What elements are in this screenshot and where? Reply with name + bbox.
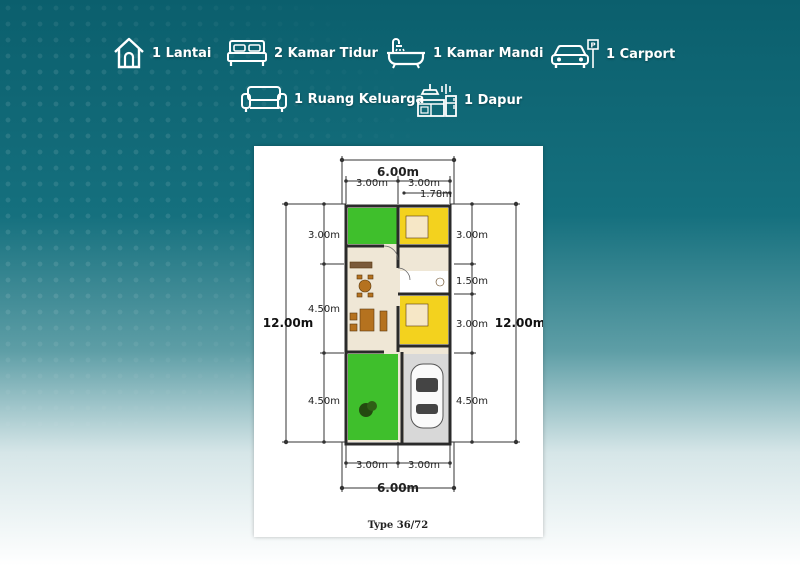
feature-bedrooms: 2 Kamar Tidur (226, 38, 378, 68)
dim-top-right: 3.00m (408, 178, 440, 189)
feature-kitchen: 1 Dapur (416, 82, 522, 118)
bed-icon (227, 40, 267, 66)
dim-bottom-right: 3.00m (408, 460, 440, 471)
dim-bottom-width: 6.00m (377, 481, 419, 495)
feature-list: 1 Lantai 2 Kamar Tidur 1 Kamar Mandi (0, 0, 800, 130)
house-icon (114, 37, 144, 69)
dim-left-1: 3.00m (308, 230, 340, 241)
garden-tree (359, 401, 377, 417)
feature-label: 1 Kamar Mandi (433, 45, 544, 61)
kitchen-icon (417, 84, 457, 117)
front-garden (348, 354, 398, 440)
feature-label: 1 Lantai (152, 45, 212, 61)
bathroom (400, 271, 448, 293)
furniture (349, 215, 445, 332)
dim-top-small: 1.78m (420, 189, 452, 200)
floor-plan-card: 6.00m 3.00m 3.00m 1.78m 12.00m 12.00m 3.… (254, 146, 543, 537)
sofa-icon (241, 86, 287, 112)
feature-label: 1 Carport (606, 46, 676, 62)
dim-right-2: 1.50m (456, 276, 488, 287)
feature-label: 2 Kamar Tidur (274, 45, 378, 61)
feature-label: 1 Dapur (464, 92, 523, 108)
bathtub-icon (387, 38, 425, 69)
dim-right-4: 4.50m (456, 396, 488, 407)
feature-bathrooms: 1 Kamar Mandi (385, 37, 543, 69)
dim-top-width: 6.00m (377, 165, 419, 179)
feature-carport: P 1 Carport (550, 38, 675, 70)
house-layout (344, 204, 452, 446)
dim-right-1: 3.00m (456, 230, 488, 241)
dim-bottom-left: 3.00m (356, 460, 388, 471)
car-icon: P (551, 39, 599, 68)
dim-left-total: 12.00m (263, 316, 313, 330)
dim-right-3: 3.00m (456, 319, 488, 330)
floor-plan: 6.00m 3.00m 3.00m 1.78m 12.00m 12.00m 3.… (263, 156, 543, 531)
feature-family-room: 1 Ruang Keluarga (240, 84, 424, 114)
dim-left-3: 4.50m (308, 396, 340, 407)
feature-floors: 1 Lantai (112, 36, 211, 70)
feature-label: 1 Ruang Keluarga (294, 91, 425, 107)
dim-left-2: 4.50m (308, 304, 340, 315)
dim-right-total: 12.00m (495, 316, 543, 330)
dim-top-left: 3.00m (356, 178, 388, 189)
carport-car (410, 363, 444, 429)
svg-text:P: P (591, 42, 596, 50)
back-garden (348, 208, 398, 244)
plan-caption: Type 36/72 (368, 520, 429, 531)
